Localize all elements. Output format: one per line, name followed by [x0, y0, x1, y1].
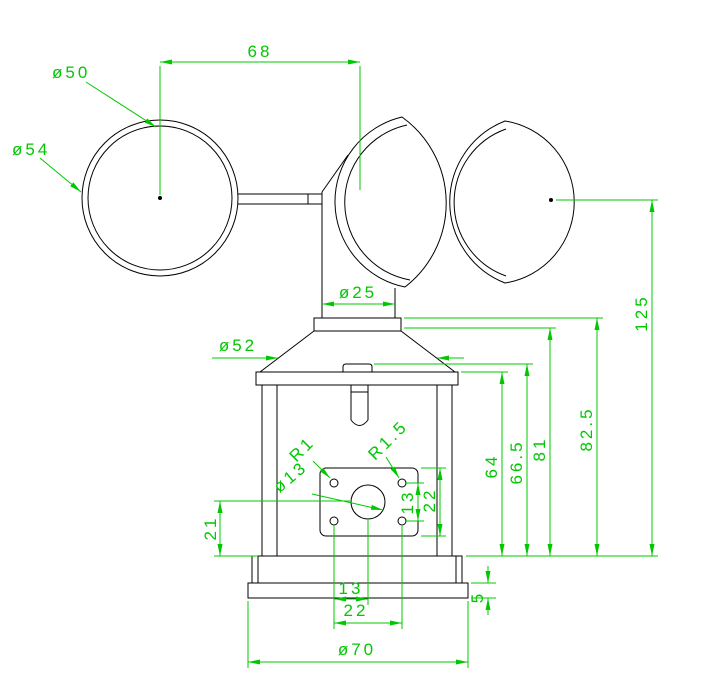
- dim-dia25: ø25: [322, 283, 395, 307]
- dim-21-label: 21: [201, 516, 220, 541]
- dim-5-label: 5: [468, 591, 487, 603]
- leader-line: [311, 493, 384, 511]
- dim-r1-5: R1.5: [364, 416, 412, 479]
- dim-dia13-label: ø13: [270, 457, 312, 496]
- leader-line: [85, 81, 157, 128]
- leader-line: [385, 456, 400, 479]
- dim-dia25-label: ø25: [339, 283, 377, 302]
- dim-22-horizontal: 22: [334, 526, 403, 629]
- dim-64: 64: [461, 371, 508, 556]
- dim-82-5: 82.5: [404, 317, 603, 556]
- dim-81: 81: [404, 327, 556, 556]
- dim-64-label: 64: [482, 454, 501, 479]
- cone-right-edge: [400, 330, 456, 373]
- leader-line: [312, 460, 331, 479]
- dim-22-vertical: 22: [420, 467, 446, 537]
- dim-dia50-label: ø50: [52, 63, 90, 82]
- dim-r1-5-label: R1.5: [364, 416, 411, 463]
- dim-dia70: ø70: [247, 601, 469, 668]
- dim-13h-label: 13: [339, 579, 364, 598]
- dim-22h-label: 22: [344, 601, 369, 620]
- dim-81-label: 81: [530, 437, 549, 462]
- middle-cup-outline: [334, 116, 447, 288]
- dim-dia70-label: ø70: [338, 640, 376, 659]
- leader-line: [39, 157, 82, 193]
- plate-hole-top-left: [329, 478, 339, 488]
- right-cup-outline: [449, 120, 575, 284]
- plate-hole-top-right: [397, 478, 407, 488]
- dim-13-vertical: 13: [398, 482, 424, 522]
- dim-dia52: ø52: [212, 336, 464, 361]
- left-cup-center-mark: [158, 196, 162, 200]
- plate-hole-bottom-left: [329, 516, 339, 526]
- dim-dia54: ø54: [12, 140, 82, 193]
- housing-top-flange: [255, 371, 459, 386]
- dim-22v-label: 22: [420, 488, 439, 513]
- cone-left-edge: [259, 330, 315, 373]
- inner-shaft-tip: [350, 419, 369, 426]
- dimension-annotations: 68 ø50 ø54 ø25 ø52 125: [12, 42, 658, 668]
- dim-68: 68: [159, 42, 361, 195]
- dim-dia13: ø13: [270, 457, 384, 511]
- hub-flange: [313, 317, 402, 332]
- part-geometry: [81, 116, 575, 599]
- dim-dia52-label: ø52: [219, 336, 257, 355]
- dim-r1-label: R1: [286, 433, 319, 466]
- hub-top-slant: [321, 154, 349, 193]
- dim-21: 21: [201, 500, 350, 557]
- dim-66-5-label: 66.5: [507, 439, 526, 484]
- dim-dia50: ø50: [52, 63, 157, 128]
- middle-cup-rim: [344, 124, 411, 281]
- right-cup-center-mark: [549, 198, 553, 202]
- dim-68-label: 68: [248, 42, 273, 61]
- dim-13-horizontal: 13: [333, 520, 369, 629]
- plate-hole-bottom-right: [397, 516, 407, 526]
- dim-dia54-label: ø54: [12, 140, 50, 159]
- housing-top-tab: [342, 363, 373, 372]
- dim-125-label: 125: [632, 294, 651, 331]
- plate-center-hole: [350, 484, 386, 520]
- dim-5: 5: [468, 566, 496, 615]
- dim-82-5-label: 82.5: [577, 406, 596, 451]
- dim-13v-label: 13: [398, 490, 417, 515]
- dim-66-5: 66.5: [374, 363, 533, 556]
- dim-125: 125: [556, 199, 658, 556]
- right-cup-rim: [453, 128, 507, 277]
